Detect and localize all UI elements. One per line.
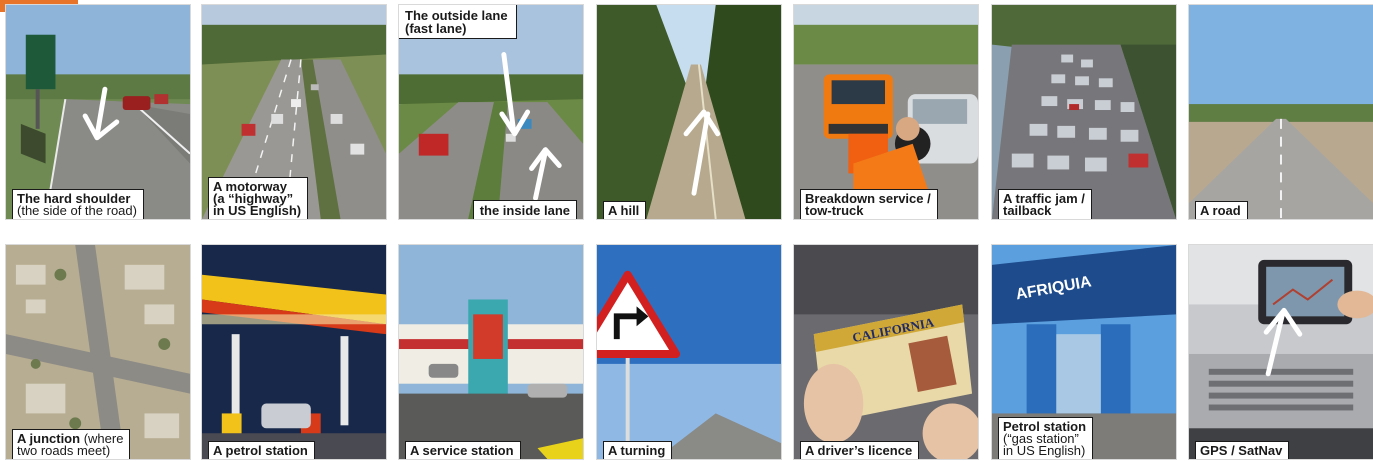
- caption-line-2: (a “highway”: [213, 191, 294, 206]
- caption-line-1: A traffic jam /: [1003, 191, 1085, 206]
- caption-line-1: The outside lane: [405, 8, 508, 23]
- hard-shoulder-photo: [6, 5, 190, 219]
- caption-petrol-station-2: Petrol station (“gas station” in US Engl…: [998, 417, 1094, 459]
- petrol-station-photo: [202, 245, 386, 459]
- card-breakdown: Breakdown service / tow-truck: [793, 4, 979, 220]
- caption-turning: A turning: [603, 441, 673, 459]
- caption-text: GPS / SatNav: [1200, 443, 1283, 458]
- breakdown-photo: [794, 5, 978, 219]
- caption-motorway: A motorway (a “highway” in US English): [208, 177, 309, 219]
- caption-road: A road: [1195, 201, 1248, 219]
- caption-text: A petrol station: [213, 443, 308, 458]
- caption-hill: A hill: [603, 201, 647, 219]
- caption-line-2: tailback: [1003, 203, 1052, 218]
- licence-photo: CALIFORNIA: [794, 245, 978, 459]
- card-hill: A hill: [596, 4, 782, 220]
- card-motorway: A motorway (a “highway” in US English): [201, 4, 387, 220]
- caption-text: Petrol station: [1003, 419, 1087, 434]
- card-turning: A turning: [596, 244, 782, 460]
- caption-subtext: (the side of the road): [17, 203, 137, 218]
- caption-junction: A junction (where two roads meet): [12, 429, 131, 459]
- caption-subtext-2: in US English): [1003, 443, 1086, 458]
- gps-photo: [1189, 245, 1373, 459]
- caption-licence: A driver’s licence: [800, 441, 920, 459]
- caption-line-2: (fast lane): [405, 21, 467, 36]
- card-junction: A junction (where two roads meet): [5, 244, 191, 460]
- junction-photo: [6, 245, 190, 459]
- caption-line-2: tow-truck: [805, 203, 864, 218]
- card-licence: CALIFORNIA A driver’s licence: [793, 244, 979, 460]
- caption-text: A driver’s licence: [805, 443, 913, 458]
- caption-line-1: Breakdown service /: [805, 191, 931, 206]
- card-service-station: A service station: [398, 244, 584, 460]
- caption-text: A road: [1200, 203, 1241, 218]
- caption-inside-lane: the inside lane: [472, 200, 577, 219]
- caption-subtext: two roads meet): [17, 443, 111, 458]
- card-road: A road: [1188, 4, 1373, 220]
- caption-subtext-1: (“gas station”: [1003, 431, 1079, 446]
- card-petrol-station-2: AFRIQUIA Petrol station (“gas station” i…: [991, 244, 1177, 460]
- lanes-photo: [399, 5, 583, 219]
- road-photo: [1189, 5, 1373, 219]
- traffic-jam-photo: [992, 5, 1176, 219]
- caption-petrol-station: A petrol station: [208, 441, 315, 459]
- caption-breakdown: Breakdown service / tow-truck: [800, 189, 938, 219]
- caption-text: A service station: [410, 443, 514, 458]
- turning-photo: [597, 245, 781, 459]
- caption-text: A turning: [608, 443, 666, 458]
- caption-service-station: A service station: [405, 441, 521, 459]
- caption-traffic-jam: A traffic jam / tailback: [998, 189, 1092, 219]
- caption-subtext-inline: (where: [80, 431, 124, 446]
- card-traffic-jam: A traffic jam / tailback: [991, 4, 1177, 220]
- card-lanes: The outside lane (fast lane) the inside …: [398, 4, 584, 220]
- card-gps: GPS / SatNav: [1188, 244, 1373, 460]
- caption-line-1: A motorway: [213, 179, 287, 194]
- service-station-photo: [399, 245, 583, 459]
- card-petrol-station: A petrol station: [201, 244, 387, 460]
- caption-outside-lane: The outside lane (fast lane): [399, 5, 517, 39]
- caption-gps: GPS / SatNav: [1195, 441, 1290, 459]
- caption-text: A junction: [17, 431, 81, 446]
- caption-text: The hard shoulder: [17, 191, 131, 206]
- hill-photo: [597, 5, 781, 219]
- card-hard-shoulder: The hard shoulder (the side of the road): [5, 4, 191, 220]
- caption-hard-shoulder: The hard shoulder (the side of the road): [12, 189, 144, 219]
- caption-text: A hill: [608, 203, 640, 218]
- caption-line-3: in US English): [213, 203, 302, 218]
